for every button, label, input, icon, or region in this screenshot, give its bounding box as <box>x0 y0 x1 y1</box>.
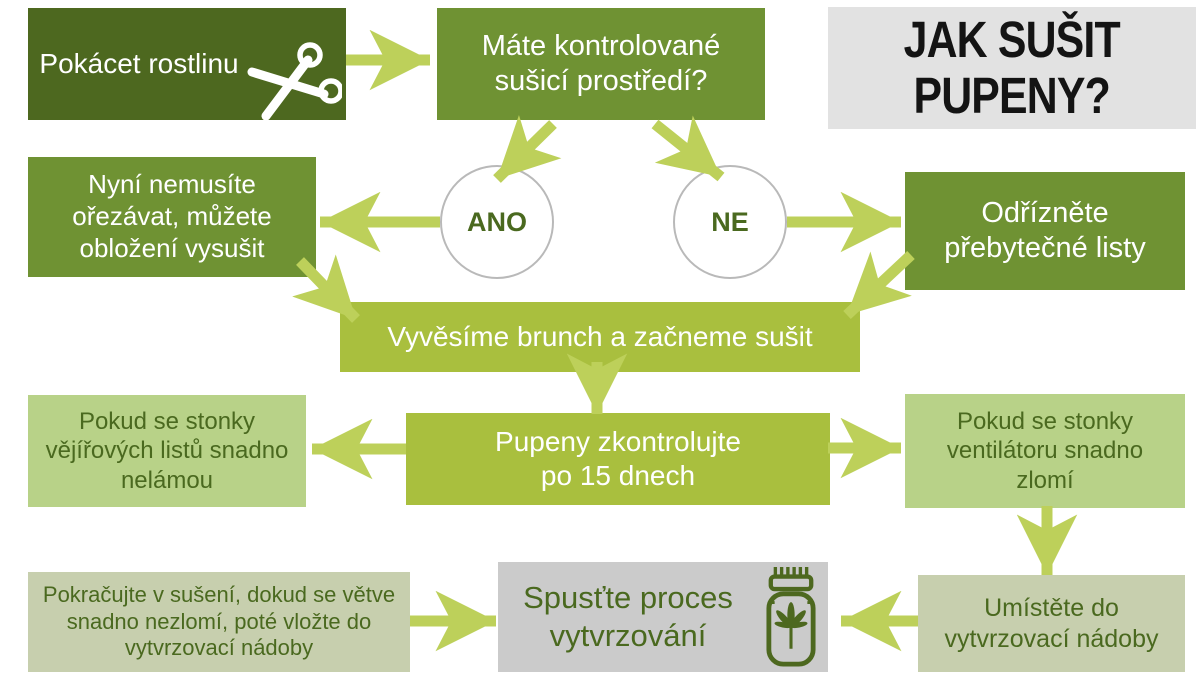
page-title: JAK SUŠIT PUPENY? <box>903 10 1121 124</box>
node-drying-env-question-label: Máte kontrolované sušicí prostředí? <box>481 29 721 97</box>
node-hang-and-dry-label: Vyvěsíme brunch a začneme sušit <box>387 320 813 352</box>
node-check-buds: Pupeny zkontrolujte po 15 dnech <box>406 413 830 505</box>
decision-no-label: NE <box>711 206 749 237</box>
node-fan-stems-not-break-label: Pokud se stonky vějířových listů snadno … <box>45 408 289 494</box>
node-place-in-jar-label: Umístěte do vytvrzovací nádoby <box>944 594 1159 653</box>
node-fan-stems-not-break: Pokud se stonky vějířových listů snadno … <box>28 395 306 507</box>
node-drying-env-question: Máte kontrolované sušicí prostředí? <box>437 8 765 120</box>
node-check-buds-label: Pupeny zkontrolujte po 15 dnech <box>495 425 741 491</box>
node-hang-and-dry: Vyvěsíme brunch a začneme sušit <box>340 302 860 372</box>
node-cut-excess-leaves: Odřízněte přebytečné listy <box>905 172 1185 290</box>
node-cut-excess-leaves-label: Odřízněte přebytečné listy <box>944 196 1146 264</box>
node-continue-drying-label: Pokračujte v sušení, dokud se větve snad… <box>42 581 396 661</box>
decision-yes: ANO <box>440 165 554 279</box>
node-fan-stems-break: Pokud se stonky ventilátoru snadno zlomí <box>905 394 1185 508</box>
node-cut-plant: Pokácet rostlinu <box>28 8 346 120</box>
node-place-in-jar: Umístěte do vytvrzovací nádoby <box>918 575 1185 672</box>
cannabis-leaf-icon <box>774 602 808 649</box>
decision-yes-label: ANO <box>467 206 527 237</box>
scissors-icon <box>247 42 342 120</box>
node-start-curing-label: Spusťte proces vytvrzování <box>523 580 733 653</box>
node-no-trim-needed: Nyní nemusíte ořezávat, můžete obložení … <box>28 157 316 277</box>
title-card: JAK SUŠIT PUPENY? <box>828 7 1196 129</box>
node-fan-stems-break-label: Pokud se stonky ventilátoru snadno zlomí <box>946 408 1144 494</box>
node-no-trim-needed-label: Nyní nemusíte ořezávat, můžete obložení … <box>72 169 272 263</box>
decision-no: NE <box>673 165 787 279</box>
jar-with-cannabis-leaf-icon <box>766 566 816 667</box>
node-continue-drying: Pokračujte v sušení, dokud se větve snad… <box>28 572 410 672</box>
node-cut-plant-label: Pokácet rostlinu <box>39 47 239 79</box>
node-start-curing: Spusťte proces vytvrzování <box>498 562 828 672</box>
